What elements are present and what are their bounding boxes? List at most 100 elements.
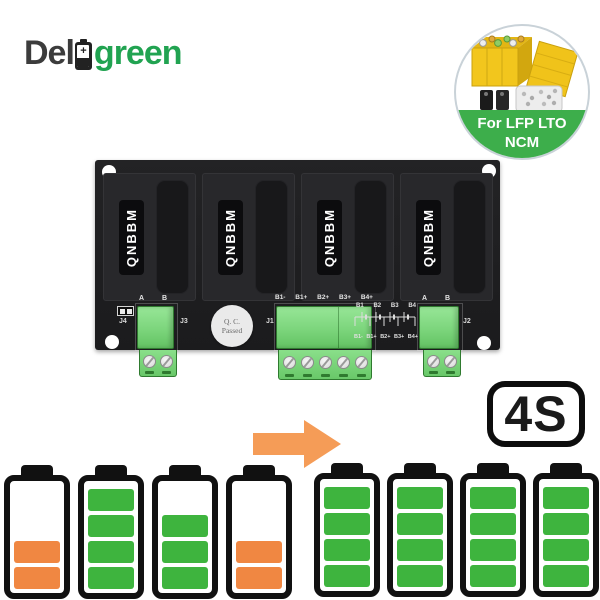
connector-seam [338, 307, 339, 348]
terminal-screw [301, 356, 314, 369]
battery-icon [314, 463, 380, 597]
cell-label: B1 [356, 303, 364, 309]
charge-segment [14, 567, 60, 589]
terminal-screw [319, 356, 332, 369]
connector-j3-screws [139, 350, 177, 377]
wire-slot [357, 374, 366, 377]
pin-label: B [161, 295, 167, 302]
battery-cap [477, 463, 509, 473]
module-heatsink-slot [354, 180, 387, 294]
brand-logo: Del + green [24, 34, 183, 72]
battery-icon [4, 465, 70, 599]
charge-segment [324, 513, 370, 535]
charge-segment [470, 487, 516, 509]
terminal-screw [160, 355, 173, 368]
connector-j3 [137, 306, 174, 349]
battery-icon [78, 465, 144, 599]
pin-label: B2+ [317, 294, 330, 301]
module-heatsink-slot [453, 180, 486, 294]
cell-label: B2 [373, 303, 382, 309]
wire-slot [339, 374, 348, 377]
balancer-module-4: QNBBM [400, 173, 493, 301]
schematic-bottom-labels: B1-B1+B2+B3+B4+ [354, 334, 418, 340]
battery-cap [550, 463, 582, 473]
module-label: QNBBM [421, 207, 436, 268]
cell-count-badge: 4S [487, 381, 585, 447]
battery-body [226, 475, 292, 599]
qc-line1: Q. C. [223, 317, 241, 326]
module-label-patch: QNBBM [218, 200, 243, 275]
qc-passed-sticker: Q. C. Passed [211, 305, 253, 347]
charge-segment [397, 565, 443, 587]
ref-j1: J1 [266, 318, 274, 325]
terminal-screw [283, 356, 296, 369]
battery-icon [460, 463, 526, 597]
battery-inner: + [77, 45, 90, 67]
cell-count-label: 4S [504, 386, 568, 442]
charge-segment [236, 541, 282, 563]
mounting-hole [105, 335, 119, 349]
module-label: QNBBM [322, 207, 337, 268]
battery-cap [169, 465, 201, 475]
battery-cap [331, 463, 363, 473]
wire-slot [162, 371, 171, 374]
cell-label: B4 [408, 303, 416, 309]
charge-segment [88, 541, 134, 563]
pin-label: B1+ [295, 294, 308, 301]
balancer-module-2: QNBBM [202, 173, 295, 301]
terminal-screw [444, 355, 457, 368]
battery-group-before [4, 465, 292, 599]
charge-segment [543, 565, 589, 587]
charge-segment [162, 567, 208, 589]
connector-j2 [419, 306, 459, 349]
charge-segment [88, 567, 134, 589]
charge-segment [236, 567, 282, 589]
module-label-patch: QNBBM [119, 200, 144, 275]
battery-icon: + [74, 39, 92, 70]
battery-cap [21, 465, 53, 475]
compatibility-badge: For LFP LTO NCM [454, 24, 590, 160]
charge-segment [470, 565, 516, 587]
charge-segment [470, 539, 516, 561]
charge-segment [162, 515, 208, 537]
brand-name-prefix: Del [24, 34, 75, 72]
battery-cap [243, 465, 275, 475]
pin-label: B4+ [407, 334, 418, 340]
wire-slot [429, 371, 438, 374]
module-label-patch: QNBBM [317, 200, 342, 275]
balancer-module-3: QNBBM [301, 173, 394, 301]
battery-cap [95, 465, 127, 475]
battery-icon [152, 465, 218, 599]
charge-segment [543, 539, 589, 561]
battery-cells-photo [471, 35, 579, 113]
wire-slot [285, 374, 294, 377]
qc-line2: Passed [221, 326, 243, 335]
pin-label: B4+ [360, 294, 373, 301]
wire-slot [321, 374, 330, 377]
module-heatsink-slot [156, 180, 189, 294]
ref-j2: J2 [463, 318, 471, 325]
charge-segment [470, 513, 516, 535]
balancer-module-1: QNBBM [103, 173, 196, 301]
pin-label: B1- [354, 334, 363, 340]
charge-segment [162, 541, 208, 563]
battery-body [533, 473, 599, 597]
pin-label: A [139, 295, 145, 302]
charge-segment [397, 513, 443, 535]
module-label: QNBBM [223, 207, 238, 268]
module-label: QNBBM [124, 207, 139, 268]
connector-j2-screws [423, 350, 461, 377]
ref-j4: J4 [119, 318, 127, 325]
wire-slot [303, 374, 312, 377]
wire-slot [446, 371, 455, 374]
terminal-screw [337, 356, 350, 369]
plus-icon: + [80, 45, 87, 57]
battery-fill [77, 58, 90, 67]
pin-label: A [422, 295, 428, 302]
terminal-screw [427, 355, 440, 368]
battery-cap [404, 463, 436, 473]
pin-label: B2+ [380, 334, 391, 340]
